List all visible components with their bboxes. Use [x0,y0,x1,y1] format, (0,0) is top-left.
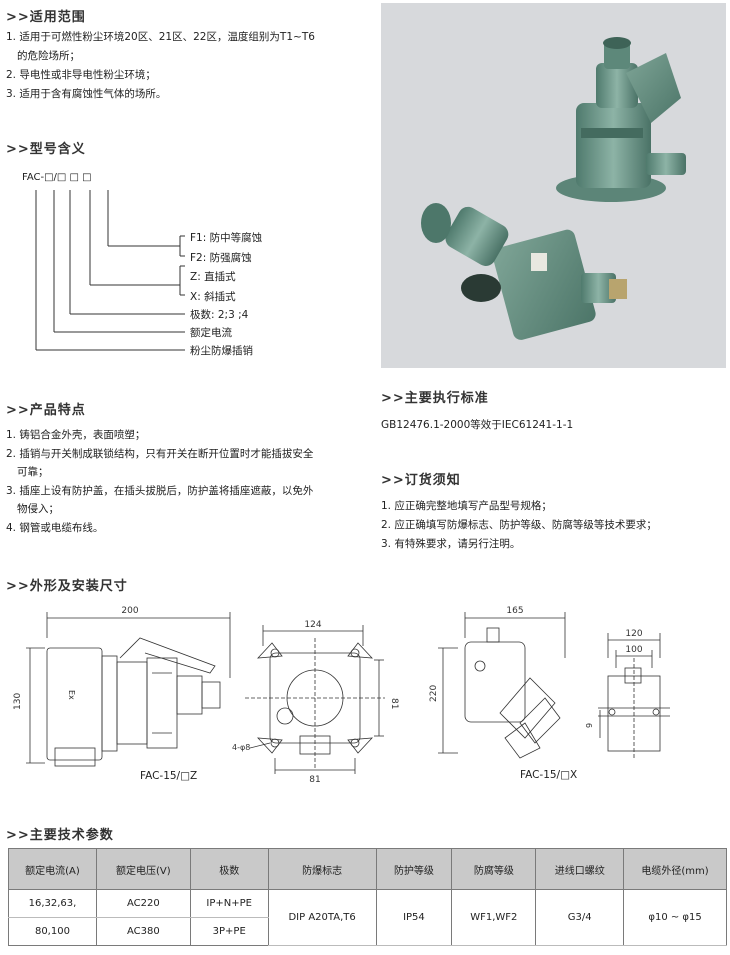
dim-200: 200 [121,606,138,616]
cell-thread: G3/4 [535,889,625,946]
header-voltage: 额定电压(V) [95,848,191,890]
cell-ex-mark: DIP A20TA,T6 [267,889,377,946]
cell-voltage-2: AC380 [95,917,191,946]
table-row: 16,32,63, AC220 IP+N+PE DIP A20TA,T6 IP5… [8,889,727,946]
header-anticorrosion: 防腐等级 [451,848,537,890]
cell-voltage-1: AC220 [95,889,191,918]
ex-mark: Ex [67,690,76,700]
ordering-list: 1. 应正确完整地填写产品型号规格； 2. 应正确填写防爆标志、防护等级、防腐等… [381,497,657,554]
list-item: 3. 插座上设有防护盖，在插头拔脱后，防护盖将插座遮蔽，以免外 [6,484,314,497]
table-row: 80,100 AC380 3P+PE [8,917,727,946]
list-item: 1. 应正确完整地填写产品型号规格； [381,500,552,512]
dim-holes: 4-φ8 [232,743,250,752]
model-f1-label: F1: 防中等腐蚀 [190,232,263,244]
model-code: FAC-□/□ □ □ [22,172,92,183]
list-item: 可靠； [17,466,49,478]
cell-anticorrosion: WF1,WF2 [451,889,537,946]
section-title-specs: >>主要技术参数 [6,828,114,843]
dim-165: 165 [506,606,523,616]
product-photo [381,3,726,368]
header-ip: 防护等级 [375,848,453,890]
section-title-scope: >>适用范围 [6,10,86,25]
model-z-label: Z: 直插式 [190,271,236,283]
caption-fac-z: FAC-15/□Z [140,770,198,782]
model-code-diagram [35,190,185,351]
list-item: 物侵入； [17,503,59,515]
model-current-label: 额定电流 [190,327,232,339]
header-ex-mark: 防爆标志 [267,848,377,890]
cell-current-2: 80,100 [8,917,97,946]
table-header-row: 额定电流(A) 额定电压(V) 极数 防爆标志 防护等级 防腐等级 进线口螺纹 … [8,848,727,890]
list-item: 3. 适用于含有腐蚀性气体的场所。 [6,88,167,100]
model-name-label: 粉尘防爆插销 [190,345,253,357]
header-poles: 极数 [189,848,269,890]
caption-fac-x: FAC-15/□X [520,769,578,781]
list-item: 1. 适用于可燃性粉尘环境20区、21区、22区，温度组别为T1~T6 [6,31,315,43]
cell-current-1: 16,32,63, [8,889,97,918]
list-item: 1. 铸铝合金外壳，表面喷塑； [6,429,146,441]
list-item: 3. 有特殊要求，请另行注明。 [381,538,521,550]
list-item: 4. 钢管或电缆布线。 [6,521,104,534]
cell-poles-2: 3P+PE [189,917,269,946]
dim-220: 220 [429,685,439,702]
cell-poles-1: IP+N+PE [189,889,269,918]
section-title-model: >>型号含义 [6,142,86,157]
model-f2-label: F2: 防强腐蚀 [190,252,252,264]
model-poles-label: 极数: 2;3 ;4 [190,309,249,321]
standards-text: GB12476.1-2000等效于IEC61241-1-1 [381,419,574,431]
list-item: 的危险场所； [17,50,80,62]
cell-cable: φ10 ~ φ15 [623,889,727,946]
header-current: 额定电流(A) [8,848,97,890]
cell-ip: IP54 [375,889,453,946]
dim-130: 130 [13,693,23,710]
dim-124: 124 [304,620,321,630]
list-item: 2. 应正确填写防爆标志、防护等级、防腐等级等技术要求； [381,519,657,531]
spec-table: 额定电流(A) 额定电压(V) 极数 防爆标志 防护等级 防腐等级 进线口螺纹 … [8,848,727,946]
dim-100: 100 [625,645,642,655]
section-title-dimensions: >>外形及安装尺寸 [6,579,128,594]
list-item: 2. 导电性或非导电性粉尘环境； [6,69,156,81]
model-x-label: X: 斜插式 [190,291,236,303]
dim-81-horizontal: 81 [309,775,320,785]
dim-9: 9 [585,723,594,728]
section-title-ordering: >>订货须知 [381,473,461,488]
product-illustration [421,37,686,340]
list-item: 2. 插销与开关制成联锁结构，只有开关在断开位置时才能插拔安全 [6,447,314,460]
dim-81-vertical: 81 [389,698,399,709]
header-thread: 进线口螺纹 [535,848,625,890]
dim-120: 120 [625,629,642,639]
header-cable: 电缆外径(mm) [623,848,727,890]
section-title-features: >>产品特点 [6,403,86,418]
dimension-drawings: 200 130 Ex 124 81 81 4-φ8 165 220 120 10… [13,606,670,785]
scope-list: 1. 适用于可燃性粉尘环境20区、21区、22区，温度组别为T1~T6 的危险场… [6,28,315,104]
section-title-standards: >>主要执行标准 [381,391,489,406]
features-list: 1. 铸铝合金外壳，表面喷塑； 2. 插销与开关制成联锁结构，只有开关在断开位置… [6,426,313,537]
